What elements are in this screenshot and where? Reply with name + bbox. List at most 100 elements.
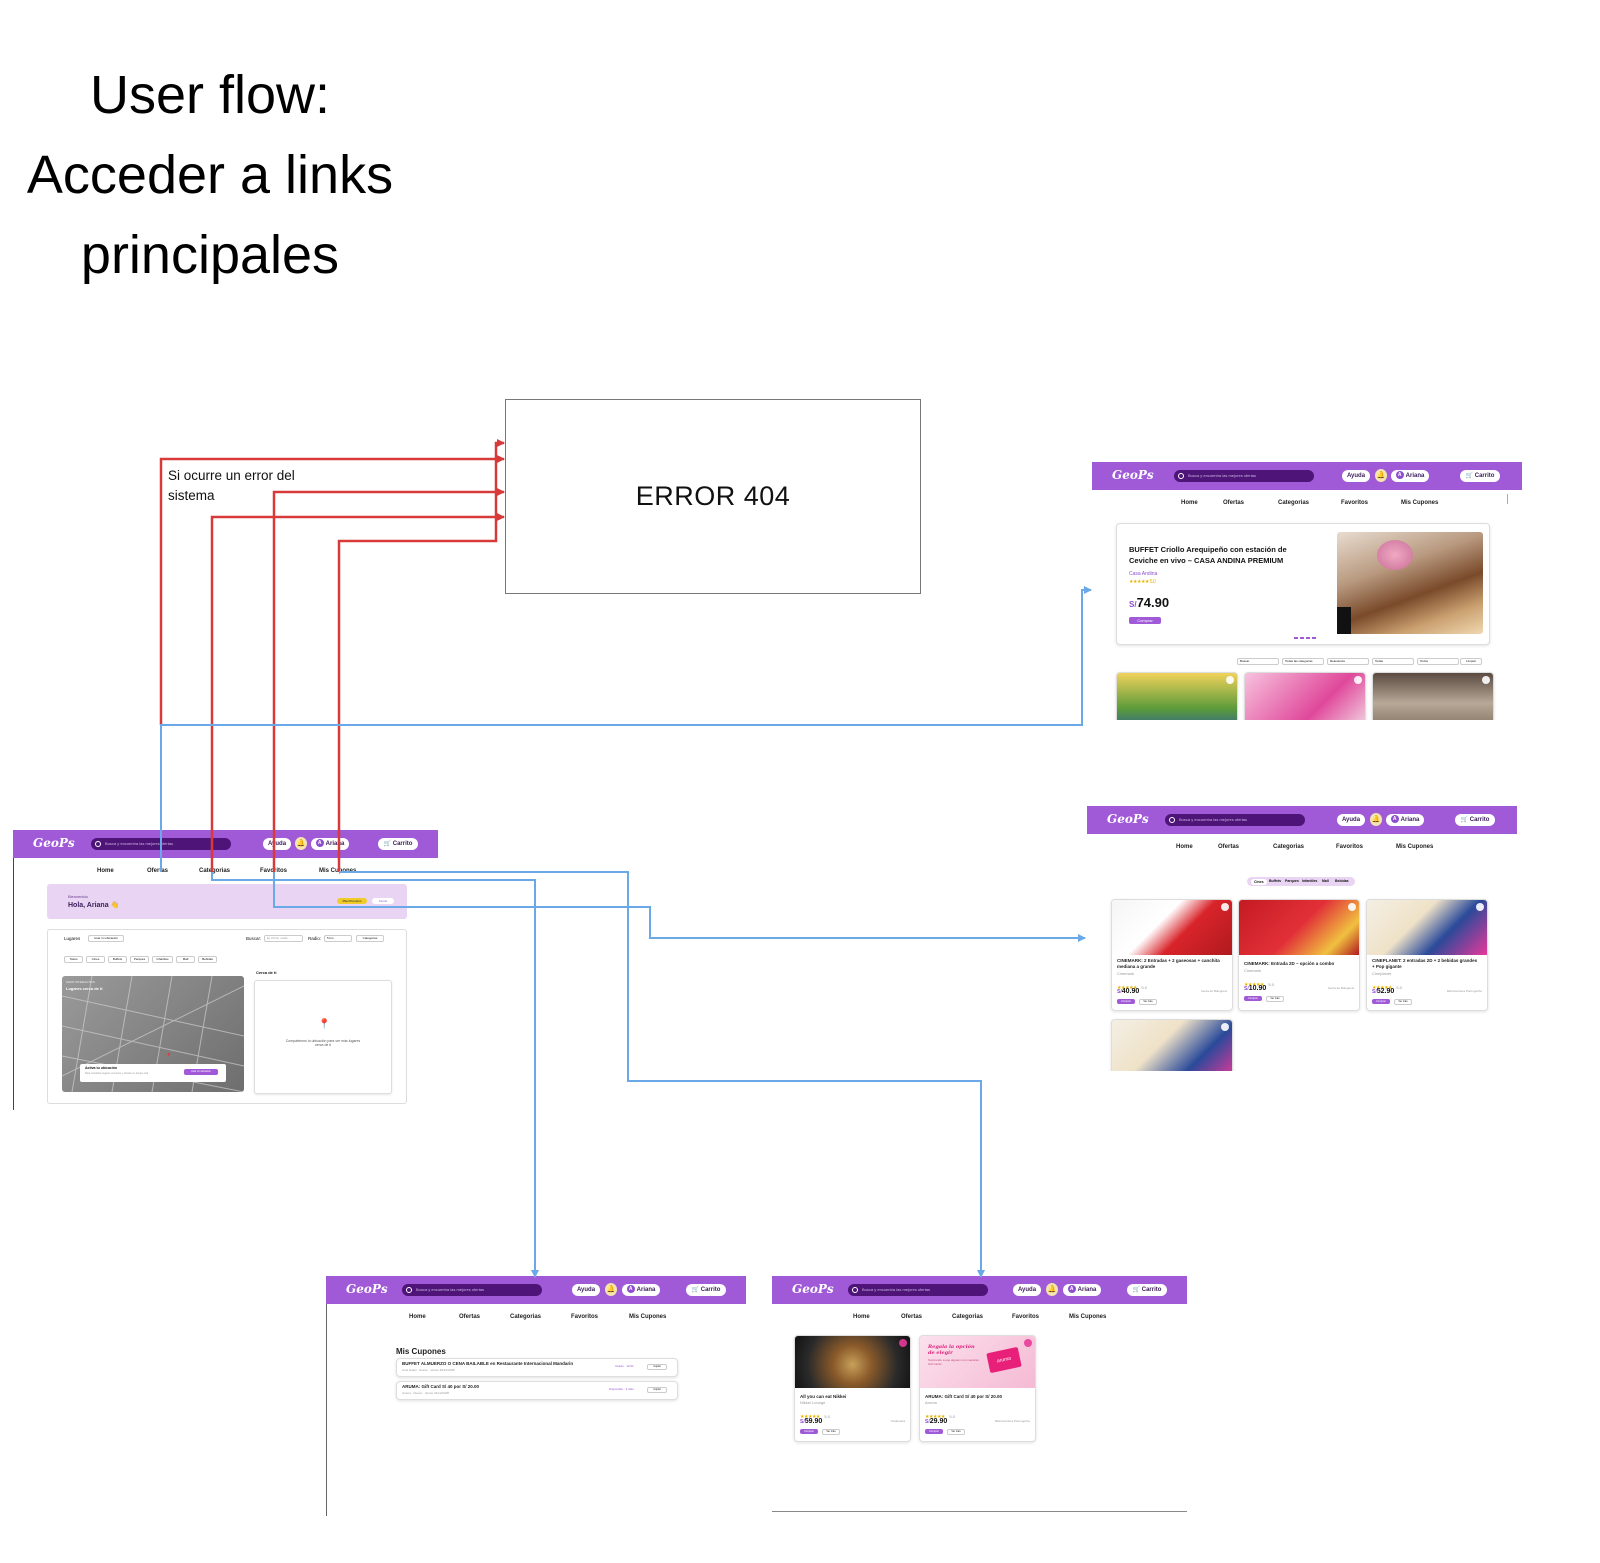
map-card[interactable]: MAPA INTERACTIVO Lugares cerca de ti ● A… bbox=[62, 976, 244, 1092]
nav-ofertas[interactable]: Ofertas bbox=[1223, 500, 1245, 506]
nav-mis-cupones[interactable]: Mis Cupones bbox=[1069, 1314, 1107, 1320]
heart-icon[interactable] bbox=[1476, 903, 1484, 911]
filter-chip[interactable]: Todos bbox=[64, 956, 83, 963]
search-bar[interactable]: Busca y encuentra las mejores ofertas bbox=[1165, 814, 1305, 826]
product-card[interactable] bbox=[1111, 1019, 1233, 1071]
nav-home[interactable]: Home bbox=[1181, 500, 1198, 506]
heart-icon[interactable] bbox=[1348, 903, 1356, 911]
bell-icon[interactable]: 🔔 bbox=[1370, 813, 1382, 826]
heart-icon[interactable] bbox=[1354, 676, 1362, 684]
nav-favoritos[interactable]: Favoritos bbox=[1012, 1314, 1040, 1320]
offer-card[interactable] bbox=[1244, 672, 1366, 720]
filter-chip[interactable]: Parques bbox=[130, 956, 149, 963]
cart-button[interactable]: 🛒 Carrito bbox=[1127, 1284, 1167, 1296]
tab-cines[interactable]: Cines bbox=[1251, 878, 1267, 885]
nav-ofertas[interactable]: Ofertas bbox=[147, 868, 169, 874]
product-card[interactable]: CINEMARK: 2 Entradas + 2 gaseosas + canc… bbox=[1111, 899, 1233, 1011]
heart-icon[interactable] bbox=[1221, 903, 1229, 911]
offers-clear-button[interactable]: Limpiar bbox=[1460, 658, 1482, 665]
coupon-copy-button[interactable]: Copiar bbox=[647, 1364, 667, 1370]
bell-icon[interactable]: 🔔 bbox=[295, 837, 307, 850]
nav-mis-cupones[interactable]: Mis Cupones bbox=[319, 868, 357, 874]
buy-button[interactable]: Comprar bbox=[925, 1429, 943, 1434]
scrollbar[interactable] bbox=[1507, 494, 1508, 504]
hero-offer-card[interactable]: BUFFET Criollo Arequipeño con estación d… bbox=[1116, 523, 1490, 645]
nav-ofertas[interactable]: Ofertas bbox=[901, 1314, 923, 1320]
help-button[interactable]: Ayuda bbox=[1013, 1284, 1041, 1296]
cart-button[interactable]: 🛒 Carrito bbox=[378, 838, 418, 850]
buy-button[interactable]: Comprar bbox=[1244, 996, 1262, 1001]
cart-button[interactable]: 🛒 Carrito bbox=[686, 1284, 726, 1296]
heart-icon[interactable] bbox=[1226, 676, 1234, 684]
activate-button[interactable]: Usar mi ubicación bbox=[184, 1069, 218, 1075]
tab-infantiles[interactable]: Infantiles bbox=[1302, 879, 1318, 883]
bell-icon[interactable]: 🔔 bbox=[1375, 469, 1387, 482]
nav-favoritos[interactable]: Favoritos bbox=[1336, 844, 1364, 850]
favorite-card[interactable]: Regala la opción de elegir Sorprende a e… bbox=[919, 1335, 1036, 1442]
nav-categorias[interactable]: Categorias bbox=[1278, 500, 1310, 506]
heart-icon[interactable] bbox=[1221, 1023, 1229, 1031]
view-more-button[interactable]: Ver más bbox=[1266, 996, 1284, 1002]
search-bar[interactable]: Busca y encuentra las mejores ofertas bbox=[402, 1284, 542, 1296]
nav-favoritos[interactable]: Favoritos bbox=[571, 1314, 599, 1320]
places-search-input[interactable]: Ej: Pizza, sushi... bbox=[264, 935, 303, 942]
nav-categorias[interactable]: Categorias bbox=[510, 1314, 542, 1320]
categories-select[interactable]: Categorías bbox=[356, 935, 384, 942]
offers-status-select[interactable]: Todas bbox=[1372, 658, 1414, 665]
filter-chip[interactable]: Mall bbox=[176, 956, 195, 963]
nav-mis-cupones[interactable]: Mis Cupones bbox=[1396, 844, 1434, 850]
help-button[interactable]: Ayuda bbox=[263, 838, 291, 850]
nav-mis-cupones[interactable]: Mis Cupones bbox=[1401, 500, 1439, 506]
hero-buy-button[interactable]: Comprar bbox=[1129, 617, 1161, 624]
carousel-dots[interactable] bbox=[1294, 637, 1318, 639]
help-button[interactable]: Ayuda bbox=[1337, 814, 1365, 826]
coupon-copy-button[interactable]: Copiar bbox=[647, 1387, 667, 1393]
offers-type-select[interactable]: Todos bbox=[1417, 658, 1459, 665]
radius-select[interactable]: 5 km bbox=[324, 935, 352, 942]
search-bar[interactable]: Busca y encuentra las mejores ofertas bbox=[1174, 470, 1314, 482]
offers-sort-select[interactable]: Relevancia bbox=[1327, 658, 1369, 665]
nav-mis-cupones[interactable]: Mis Cupones bbox=[629, 1314, 667, 1320]
coupon-row[interactable]: ARUMA: Gift Card S/ 40 por S/ 20.00 Arum… bbox=[396, 1381, 678, 1400]
nav-categorias[interactable]: Categorias bbox=[199, 868, 231, 874]
nav-ofertas[interactable]: Ofertas bbox=[459, 1314, 481, 1320]
nav-categorias[interactable]: Categorias bbox=[952, 1314, 984, 1320]
heart-icon[interactable] bbox=[899, 1339, 907, 1347]
use-location-chip[interactable]: Usar mi ubicación bbox=[88, 935, 124, 942]
filter-chip[interactable]: Cines bbox=[86, 956, 105, 963]
nav-home[interactable]: Home bbox=[97, 868, 114, 874]
offer-card[interactable] bbox=[1116, 672, 1238, 720]
bell-icon[interactable]: 🔔 bbox=[605, 1283, 617, 1296]
help-button[interactable]: Ayuda bbox=[572, 1284, 600, 1296]
heart-icon[interactable] bbox=[1482, 676, 1490, 684]
help-button[interactable]: Ayuda bbox=[1342, 470, 1370, 482]
cart-button[interactable]: 🛒 Carrito bbox=[1455, 814, 1495, 826]
offers-search[interactable]: Buscar bbox=[1237, 658, 1279, 665]
logout-button[interactable]: Cerrar bbox=[372, 898, 394, 904]
tab-parques[interactable]: Parques bbox=[1285, 879, 1299, 883]
buy-button[interactable]: Comprar bbox=[1372, 999, 1390, 1004]
product-card[interactable]: CINEPLANET: 2 entradas 2D + 2 bebidas gr… bbox=[1366, 899, 1488, 1011]
view-more-button[interactable]: Ver más bbox=[1139, 999, 1157, 1005]
bell-icon[interactable]: 🔔 bbox=[1046, 1283, 1058, 1296]
nav-favoritos[interactable]: Favoritos bbox=[260, 868, 288, 874]
search-bar[interactable]: Busca y encuentra las mejores ofertas bbox=[91, 838, 231, 850]
view-more-button[interactable]: Ver más bbox=[822, 1429, 840, 1435]
cart-button[interactable]: 🛒 Carrito bbox=[1460, 470, 1500, 482]
filter-chip[interactable]: Bebidas bbox=[198, 956, 217, 963]
coupon-row[interactable]: BUFFET ALMUERZO O CENA BAILABLE en Resta… bbox=[396, 1358, 678, 1377]
nav-favoritos[interactable]: Favoritos bbox=[1341, 500, 1369, 506]
view-more-button[interactable]: Ver más bbox=[947, 1429, 965, 1435]
search-bar[interactable]: Busca y encuentra las mejores ofertas bbox=[848, 1284, 988, 1296]
nav-home[interactable]: Home bbox=[1176, 844, 1193, 850]
tab-mall[interactable]: Mall bbox=[1322, 879, 1329, 883]
heart-icon[interactable] bbox=[1024, 1339, 1032, 1347]
nav-categorias[interactable]: Categorias bbox=[1273, 844, 1305, 850]
offer-card[interactable] bbox=[1372, 672, 1494, 720]
nav-ofertas[interactable]: Ofertas bbox=[1218, 844, 1240, 850]
